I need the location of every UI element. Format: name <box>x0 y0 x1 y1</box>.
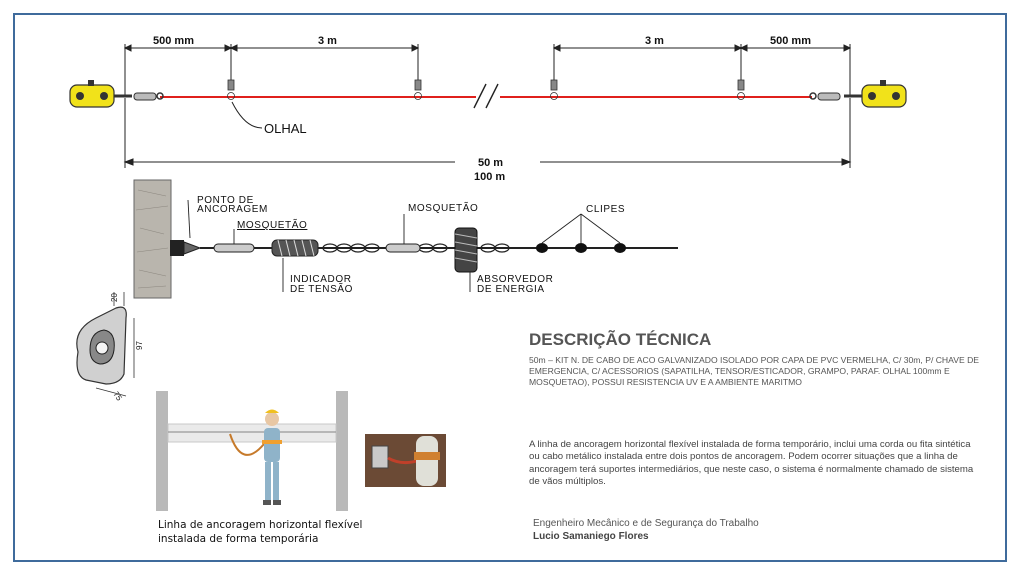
bracket-drawing: 20 97 75 <box>76 292 144 403</box>
indicador-line2: DE TENSÃO <box>290 282 353 295</box>
engineer-name: Lucio Samaniego Flores <box>533 531 649 542</box>
anchor-photo <box>365 434 446 487</box>
olhal-eyebolts <box>227 79 745 100</box>
total-length-50m: 50 m <box>478 157 503 169</box>
ponto-ancoragem-line2: ANCORAGEM <box>197 204 268 215</box>
technical-spec: 50m – KIT N. DE CABO DE ACO GALVANIZADO … <box>529 355 980 387</box>
bracket-dim-75: 75 <box>111 390 124 403</box>
dim-left-end: 500 mm <box>153 35 194 47</box>
ponto-ancoragem-line1: PONTO DE <box>197 195 254 206</box>
left-anchor-device <box>69 80 164 108</box>
engineer-role: Engenheiro Mecânico e de Segurança do Tr… <box>533 518 759 529</box>
right-anchor-device <box>809 80 907 108</box>
mosquetao-left-label: MOSQUETÃO <box>237 218 307 231</box>
cable-clips <box>536 243 626 253</box>
olhal-label: OLHAL <box>264 121 307 136</box>
clipes-label: CLIPES <box>586 204 625 215</box>
bracket-dim-97: 97 <box>135 341 144 350</box>
slide-border <box>13 13 1007 562</box>
tension-indicator <box>271 239 319 257</box>
worker-illustration <box>156 391 348 511</box>
olhal-pointer <box>231 101 263 129</box>
section-title: DESCRIÇÃO TÉCNICA <box>529 330 712 349</box>
absorvedor-line1: ABSORVEDOR <box>477 274 553 285</box>
illustration-caption: Linha de ancoragem horizontal flexível i… <box>158 519 363 545</box>
absorvedor-line2: DE ENERGIA <box>477 284 545 295</box>
dim-right-end: 500 mm <box>770 35 811 47</box>
lifeline-top-diagram: 500 mm 3 m 3 m 500 mm 50 m 100 m <box>69 35 907 183</box>
dim-left-span: 3 m <box>318 35 337 47</box>
energy-absorber <box>454 227 478 273</box>
cable-break-symbol <box>473 83 499 109</box>
bracket-dim-20: 20 <box>110 293 119 302</box>
concrete-wall <box>133 179 172 299</box>
description-paragraph: A linha de ancoragem horizontal flexível… <box>529 439 974 488</box>
indicador-line1: INDICADOR <box>290 274 352 285</box>
mosquetao-right-label: MOSQUETÃO <box>408 201 478 214</box>
dim-right-span: 3 m <box>645 35 664 47</box>
total-length-100m: 100 m <box>474 171 505 183</box>
anchor-detail-diagram: PONTO DE ANCORAGEM MOSQUETÃO MOSQUETÃO C… <box>133 179 678 299</box>
